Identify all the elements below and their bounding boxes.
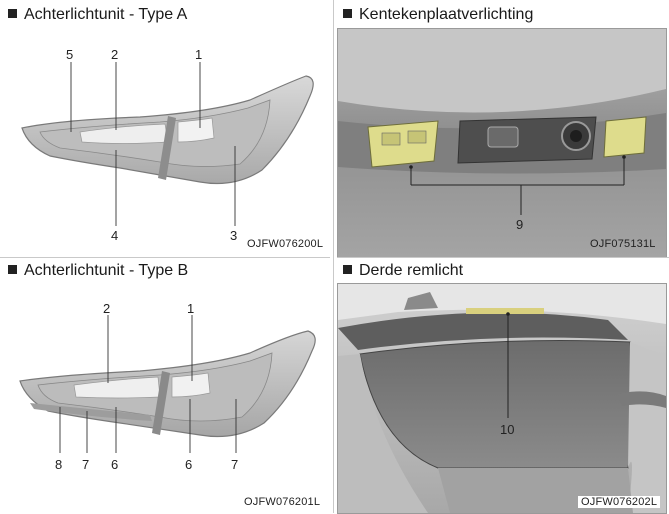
callout-number: 1 xyxy=(195,47,202,62)
third-brake-light-illustration: 10 xyxy=(338,284,666,513)
figure-code: OJFW076201L xyxy=(244,496,321,508)
third-brake-light-photo: 10 xyxy=(337,283,667,514)
callout-number: 9 xyxy=(516,217,523,232)
bullet-square-icon xyxy=(343,265,352,274)
divider-vertical xyxy=(333,0,334,513)
callout-number: 3 xyxy=(230,228,237,243)
heading-text: Kentekenplaatverlichting xyxy=(359,6,534,23)
heading-text: Derde remlicht xyxy=(359,262,464,279)
panel-heading: Kentekenplaatverlichting xyxy=(343,6,533,24)
figure-code: OJFW076200L xyxy=(247,238,324,250)
license-plate-light-illustration: 9 xyxy=(338,29,666,257)
bullet-square-icon xyxy=(8,9,17,18)
tail-light-type-a-illustration: 5 2 1 4 3 xyxy=(21,47,314,243)
panel-tail-light-type-a: Achterlichtunit - Type A 5 2 1 4 3 OJFW0… xyxy=(0,0,330,256)
panel-tail-light-type-b: Achterlichtunit - Type B 2 1 8 7 6 6 7 xyxy=(0,259,330,513)
figure-code: OJF075131L xyxy=(590,238,656,250)
callout-number: 6 xyxy=(185,457,192,472)
callout-number: 4 xyxy=(111,228,118,243)
license-plate-light-photo: 9 xyxy=(337,28,667,258)
figure-code: OJFW076202L xyxy=(578,496,661,508)
callout-number: 6 xyxy=(111,457,118,472)
bullet-square-icon xyxy=(8,265,17,274)
panel-third-brake-light: Derde remlicht xyxy=(337,259,669,514)
callout-number: 7 xyxy=(231,457,238,472)
tail-light-type-b-illustration: 2 1 8 7 6 6 7 xyxy=(19,301,316,472)
panel-heading: Achterlichtunit - Type B xyxy=(8,262,188,280)
callout-number: 2 xyxy=(111,47,118,62)
callout-number: 5 xyxy=(66,47,73,62)
callout-number: 8 xyxy=(55,457,62,472)
callout-number: 10 xyxy=(500,422,514,437)
panel-heading: Achterlichtunit - Type A xyxy=(8,6,187,24)
callout-number: 1 xyxy=(187,301,194,316)
callout-number: 2 xyxy=(103,301,110,316)
panel-license-plate-light: Kentekenplaatverlichting xyxy=(337,0,669,258)
heading-text: Achterlichtunit - Type A xyxy=(24,6,188,23)
divider-horizontal-left xyxy=(0,257,330,258)
bullet-square-icon xyxy=(343,9,352,18)
callout-number: 7 xyxy=(82,457,89,472)
panel-heading: Derde remlicht xyxy=(343,262,463,280)
heading-text: Achterlichtunit - Type B xyxy=(24,262,189,279)
divider-horizontal-right xyxy=(337,257,669,258)
